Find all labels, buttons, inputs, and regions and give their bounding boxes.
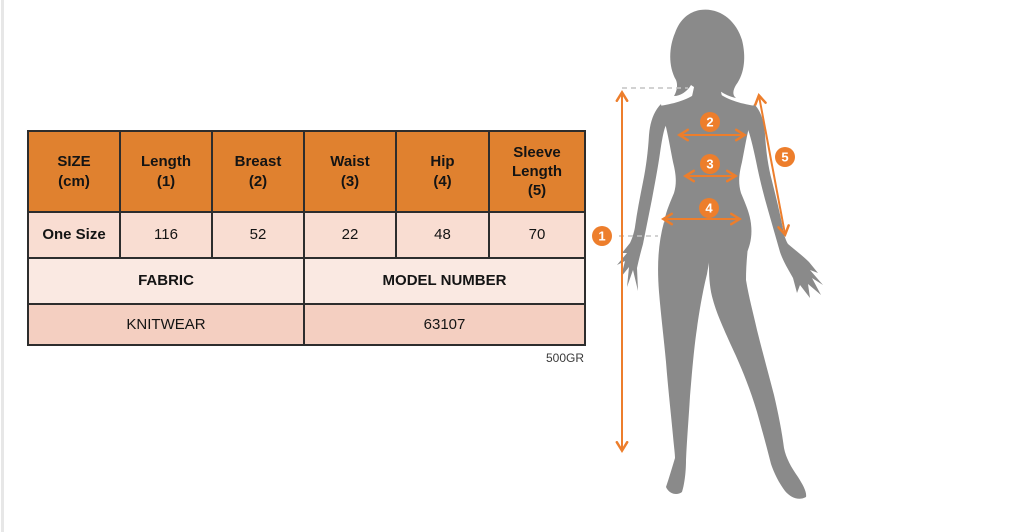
marker-4-label: 4: [705, 201, 713, 216]
marker-1-circle: [592, 226, 612, 246]
header-hip: Hip (4): [395, 130, 490, 213]
silhouette-left-leg: [658, 222, 709, 495]
size-chart-header-row: SIZE (cm) Length (1) Breast (2) Waist (3…: [27, 130, 586, 213]
page-edge-line: [1, 0, 4, 532]
info-values-row: KNITWEAR 63107: [27, 303, 586, 346]
marker-2-label: 2: [706, 115, 713, 130]
fabric-label: FABRIC: [27, 257, 305, 305]
weight-note: 500GR: [545, 351, 584, 365]
value-length: 116: [119, 211, 213, 259]
value-sleeve-length: 70: [488, 211, 586, 259]
size-row-label: One Size: [27, 211, 121, 259]
header-length: Length (1): [119, 130, 213, 213]
marker-3: 3: [700, 154, 720, 174]
model-number-label: MODEL NUMBER: [303, 257, 586, 305]
value-breast: 52: [211, 211, 305, 259]
marker-3-label: 3: [706, 157, 713, 172]
marker-1-label: 1: [598, 229, 605, 244]
header-size-cm: SIZE (cm): [27, 130, 121, 213]
value-hip: 48: [395, 211, 490, 259]
marker-4: 4: [699, 198, 719, 218]
marker-1: 1: [592, 226, 612, 246]
header-breast: Breast (2): [211, 130, 305, 213]
marker-4-circle: [699, 198, 719, 218]
header-sleeve-length: Sleeve Length (5): [488, 130, 586, 213]
model-number-value: 63107: [303, 303, 586, 346]
silhouette-left-arm: [617, 104, 666, 291]
size-values-row: One Size 116 52 22 48 70: [27, 211, 586, 259]
silhouette-right-arm: [747, 104, 823, 298]
measurement-diagram: 1 2 3 4 5: [592, 9, 823, 499]
info-header-row: FABRIC MODEL NUMBER: [27, 257, 586, 305]
value-waist: 22: [303, 211, 397, 259]
header-waist: Waist (3): [303, 130, 397, 213]
marker-5-label: 5: [781, 150, 788, 165]
marker-2-circle: [700, 112, 720, 132]
female-silhouette: [617, 9, 823, 499]
fabric-value: KNITWEAR: [27, 303, 305, 346]
silhouette-hair: [670, 9, 745, 99]
marker-3-circle: [700, 154, 720, 174]
size-chart-table: SIZE (cm) Length (1) Breast (2) Waist (3…: [27, 130, 586, 346]
marker-5: 5: [775, 147, 795, 167]
marker-2: 2: [700, 112, 720, 132]
sleeve-measure-arrow: [754, 93, 790, 237]
silhouette-right-leg: [709, 222, 807, 499]
marker-5-circle: [775, 147, 795, 167]
